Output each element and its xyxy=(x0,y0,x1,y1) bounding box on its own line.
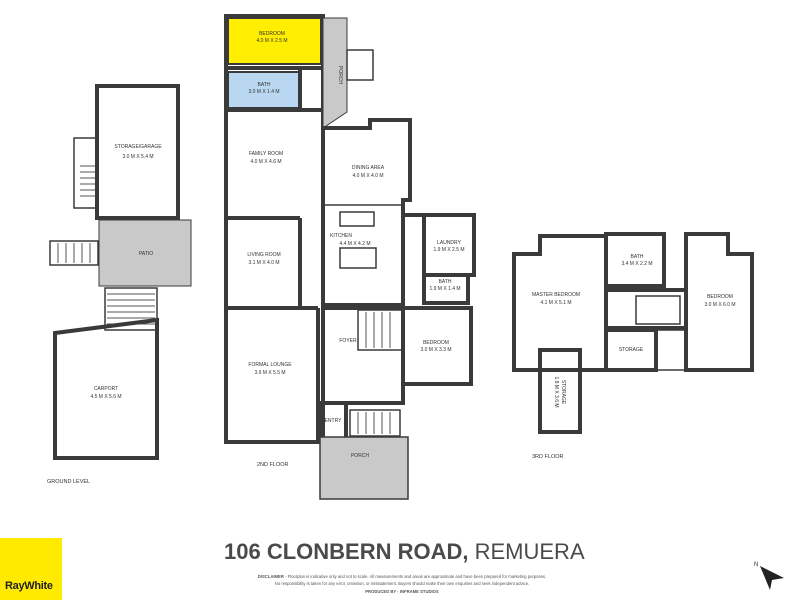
ground-level xyxy=(49,84,192,460)
raywhite-logo: RayWhite xyxy=(0,538,62,600)
label-master-bedroom: MASTER BEDROOM xyxy=(532,292,580,298)
stair-3rd-lower xyxy=(655,329,687,371)
dims-bath-top: 3.0 M X 1.4 M xyxy=(248,89,279,95)
kitchen-bench xyxy=(339,211,375,227)
label-bedroom-3rd: BEDROOM xyxy=(707,294,733,300)
label-storage-small: STORAGE xyxy=(619,347,644,353)
label-entry: ENTRY xyxy=(325,418,343,424)
dims-storage-tall: 1.8 M X 3.6 M xyxy=(553,376,559,407)
third-floor xyxy=(512,232,754,434)
disclaimer-line-2: No responsibility is taken for any error… xyxy=(275,581,529,586)
room-foyer xyxy=(321,306,405,405)
disclaimer-label: DISCLAIMER xyxy=(258,574,284,579)
label-storage-tall: STORAGE xyxy=(560,380,566,405)
label-bedroom-top: BEDROOM xyxy=(259,31,285,37)
room-storage-tall xyxy=(538,348,582,434)
label-storage-garage: STORAGE/GARAGE xyxy=(114,144,162,150)
level-label-second: 2ND FLOOR xyxy=(257,462,289,468)
level-label-third: 3RD FLOOR xyxy=(532,454,564,460)
dims-family-room: 4.0 M X 4.6 M xyxy=(250,159,281,165)
room-porch-top xyxy=(322,17,348,129)
room-bedroom-top xyxy=(227,17,322,65)
label-foyer: FOYER xyxy=(339,338,357,344)
step-treads-patio xyxy=(57,243,91,263)
dims-bath-mid: 1.9 M X 1.4 M xyxy=(429,286,460,292)
stair-foyer xyxy=(357,309,403,351)
dims-bedroom-3rd: 3.0 M X 6.0 M xyxy=(704,302,735,308)
property-address: 106 CLONBERN ROAD, REMUERA xyxy=(224,539,585,564)
dims-formal-lounge: 3.9 M X 5.5 M xyxy=(254,370,285,376)
disclaimer-text-1: - Floorplan is indicative only and not t… xyxy=(284,574,546,579)
label-laundry: LAUNDRY xyxy=(437,240,461,246)
room-storage-garage xyxy=(95,84,180,220)
stair-treads-foyer xyxy=(365,312,391,348)
label-porch-top: PORCH xyxy=(337,66,343,84)
steps-patio xyxy=(49,240,99,266)
stair-3rd xyxy=(635,295,681,325)
room-porch-bottom xyxy=(319,436,409,500)
dims-bedroom-mid: 3.0 M X 3.3 M xyxy=(420,347,451,353)
label-formal-lounge: FORMAL LOUNGE xyxy=(248,362,292,368)
compass-label: N xyxy=(754,562,758,568)
label-bath-mid: BATH xyxy=(439,279,452,285)
label-dining-area: DINING AREA xyxy=(352,165,385,171)
disclaimer-line-1: DISCLAIMER - Floorplan is indicative onl… xyxy=(258,574,546,579)
room-patio xyxy=(98,219,192,287)
label-bath-3rd: BATH xyxy=(631,254,644,260)
label-bedroom-mid: BEDROOM xyxy=(423,340,449,346)
room-bath-3rd xyxy=(604,232,666,288)
dims-bedroom-top: 4.0 M X 2.5 M xyxy=(256,38,287,44)
address-suburb: REMUERA xyxy=(475,539,585,564)
label-carport: CARPORT xyxy=(94,386,118,392)
stair-treads-garage xyxy=(80,165,95,197)
dims-carport: 4.5 M X 5.6 M xyxy=(90,394,121,400)
stair-garage xyxy=(73,137,98,209)
dims-living-room: 3.1 M X 4.0 M xyxy=(248,260,279,266)
label-kitchen: KITCHEN xyxy=(330,233,352,239)
dims-storage-garage: 3.0 M X 5.4 M xyxy=(122,154,153,160)
room-labels: STORAGE/GARAGE 3.0 M X 5.4 M PATIO CARPO… xyxy=(90,31,735,459)
dims-laundry: 1.9 M X 2.5 M xyxy=(433,247,464,253)
room-carport xyxy=(53,317,159,460)
label-living-room: LIVING ROOM xyxy=(247,252,280,258)
label-bath-top: BATH xyxy=(258,82,271,88)
brand-name: RayWhite xyxy=(5,580,53,592)
room-dining-kitchen xyxy=(321,118,412,307)
label-porch-bottom: PORCH xyxy=(351,453,369,459)
room-bath-mid xyxy=(422,273,470,305)
kitchen-island xyxy=(339,247,377,269)
stair-treads-entry xyxy=(357,412,391,434)
level-label-ground: GROUND LEVEL xyxy=(47,479,90,485)
stair-entry xyxy=(349,409,401,437)
label-family-room: FAMILY ROOM xyxy=(249,151,283,157)
second-floor xyxy=(224,14,476,500)
steps-porch-top xyxy=(346,49,374,81)
disclaimer-produced: PRODUCED BY · INFRAME STUDIOS xyxy=(365,589,439,594)
room-bedroom-mid xyxy=(401,306,473,386)
dims-bath-3rd: 3.4 M X 2.2 M xyxy=(621,261,652,267)
steps-carport xyxy=(104,287,158,331)
address-street: 106 CLONBERN ROAD, xyxy=(224,539,468,564)
label-patio: PATIO xyxy=(139,251,153,257)
dims-dining-area: 4.0 M X 4.0 M xyxy=(352,173,383,179)
compass: N xyxy=(754,562,784,590)
dims-kitchen: 4.4 M X 4.2 M xyxy=(339,241,370,247)
dims-master-bedroom: 4.1 M X 5.1 M xyxy=(540,300,571,306)
north-arrow-icon xyxy=(760,566,784,590)
